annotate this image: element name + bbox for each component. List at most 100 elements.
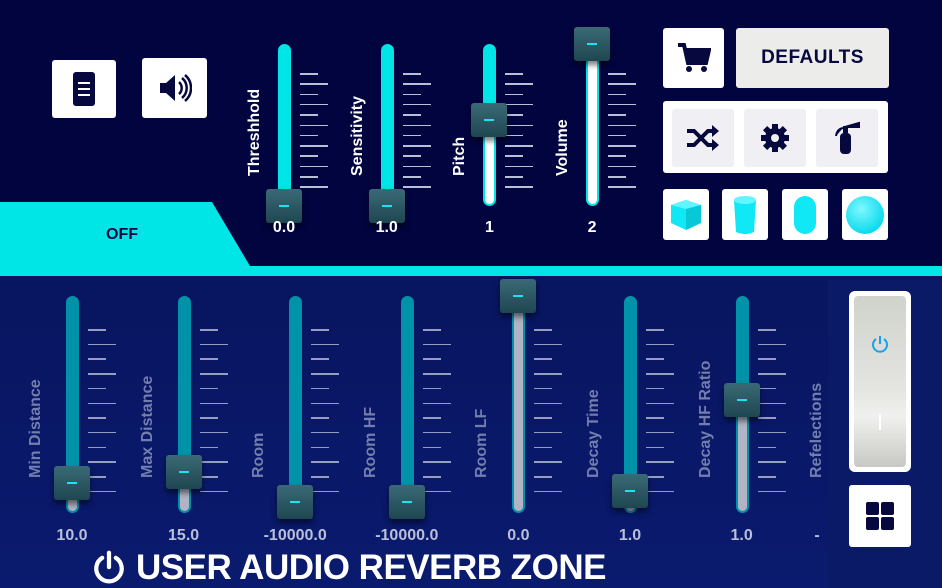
slider-track[interactable] xyxy=(624,296,637,513)
slider-value: 15.0 xyxy=(168,527,200,544)
defaults-button[interactable]: DEFAULTS xyxy=(736,28,889,88)
tool-group xyxy=(663,101,888,173)
settings-button[interactable] xyxy=(744,109,806,167)
slider-tick xyxy=(300,93,318,96)
slider-tick xyxy=(534,461,563,463)
slider-tick xyxy=(402,83,431,85)
slider-value: - xyxy=(814,527,820,544)
slider-value: 2 xyxy=(587,219,597,236)
slider-thumb[interactable] xyxy=(612,474,648,509)
slider-tick xyxy=(534,446,553,449)
slider-thumb[interactable] xyxy=(471,103,508,138)
slider-tick xyxy=(646,446,664,449)
grid-menu-button[interactable] xyxy=(849,485,911,547)
slider-tick xyxy=(757,476,776,478)
slider-tick xyxy=(646,329,664,331)
slider-tick xyxy=(608,134,627,137)
slider-tick xyxy=(402,134,421,137)
shuffle-button[interactable] xyxy=(672,109,734,167)
mode-toggle-off[interactable]: OFF xyxy=(106,226,138,243)
extinguisher-button[interactable] xyxy=(816,109,878,167)
cube-icon xyxy=(671,199,701,230)
slider-tick xyxy=(311,373,340,375)
slider-tick xyxy=(505,93,524,96)
slider-tick xyxy=(402,145,431,147)
slider-track[interactable] xyxy=(380,44,394,206)
slider-label: Decay HF Ratio xyxy=(696,360,714,478)
slider-tick xyxy=(757,417,776,419)
slider-track[interactable] xyxy=(512,296,526,513)
slider-tick xyxy=(88,431,116,434)
slider-tick xyxy=(646,431,674,434)
slider-tick xyxy=(422,358,441,360)
slider-thumb[interactable] xyxy=(368,189,405,223)
slider-thumb[interactable] xyxy=(500,279,537,313)
cylinder-icon xyxy=(734,195,756,234)
slider-tick xyxy=(505,83,534,85)
slider-tick xyxy=(402,124,431,126)
slider-tick xyxy=(646,417,664,419)
slider-label: Pitch xyxy=(451,136,469,176)
slider-thumb[interactable] xyxy=(388,485,425,520)
capsule-shape-button[interactable] xyxy=(782,189,828,240)
slider-label: Refelections xyxy=(808,382,826,478)
slider-thumb[interactable] xyxy=(54,465,90,500)
slider-tick xyxy=(646,476,664,478)
slider-tick xyxy=(300,155,318,157)
slider-thumb[interactable] xyxy=(165,454,202,489)
slider-tick xyxy=(422,417,441,419)
slider-tick xyxy=(608,83,637,85)
cart-button[interactable] xyxy=(663,28,724,88)
slider-tick xyxy=(646,343,674,346)
slider-tick xyxy=(608,176,627,178)
grid-icon xyxy=(866,502,894,530)
slider-thumb[interactable] xyxy=(574,27,611,61)
slider-tick xyxy=(608,145,637,147)
power-switch[interactable] xyxy=(849,291,911,472)
slider-thumb[interactable] xyxy=(266,189,302,223)
power-on-icon xyxy=(872,336,888,353)
slider-label: Room HF xyxy=(361,406,379,478)
slider-tick xyxy=(757,490,786,493)
slider-track[interactable] xyxy=(66,296,79,513)
slider-value: 10.0 xyxy=(56,527,88,544)
slider-track[interactable] xyxy=(586,44,600,206)
slider-tick xyxy=(505,165,534,168)
slider-tick xyxy=(608,93,627,96)
slider-tick xyxy=(199,431,228,434)
slider-tick xyxy=(505,124,534,126)
slider-tick xyxy=(88,387,106,390)
slider-tick xyxy=(300,186,328,188)
slider-tick xyxy=(505,73,524,75)
slider-tick xyxy=(422,490,451,493)
slider-tick xyxy=(402,73,421,75)
slider-tick xyxy=(311,387,330,390)
slider-tick xyxy=(300,134,318,137)
slider-track[interactable] xyxy=(400,296,414,513)
sphere-shape-button[interactable] xyxy=(842,189,888,240)
slider-thumb[interactable] xyxy=(723,383,760,418)
slider-tick xyxy=(199,461,228,463)
slider-tick xyxy=(88,358,106,360)
slider-tick xyxy=(402,186,431,188)
gear-icon xyxy=(761,124,789,152)
slider-tick xyxy=(534,358,553,360)
slider-track[interactable] xyxy=(289,296,303,513)
slider-tick xyxy=(311,431,340,434)
slider-tick xyxy=(199,476,218,478)
document-button[interactable] xyxy=(52,60,116,118)
cube-shape-button[interactable] xyxy=(663,189,709,240)
slider-tick xyxy=(757,343,786,346)
slider-tick xyxy=(646,387,664,390)
slider-tick xyxy=(300,165,328,168)
slider-label: Max Distance xyxy=(138,375,156,478)
sound-button[interactable] xyxy=(142,58,207,118)
speaker-icon xyxy=(159,74,192,102)
slider-label: Room xyxy=(250,432,268,478)
slider-tick xyxy=(608,165,637,168)
slider-tick xyxy=(422,476,441,478)
slider-tick xyxy=(402,176,421,178)
slider-track[interactable] xyxy=(278,44,291,206)
cylinder-shape-button[interactable] xyxy=(722,189,768,240)
slider-thumb[interactable] xyxy=(277,485,314,520)
